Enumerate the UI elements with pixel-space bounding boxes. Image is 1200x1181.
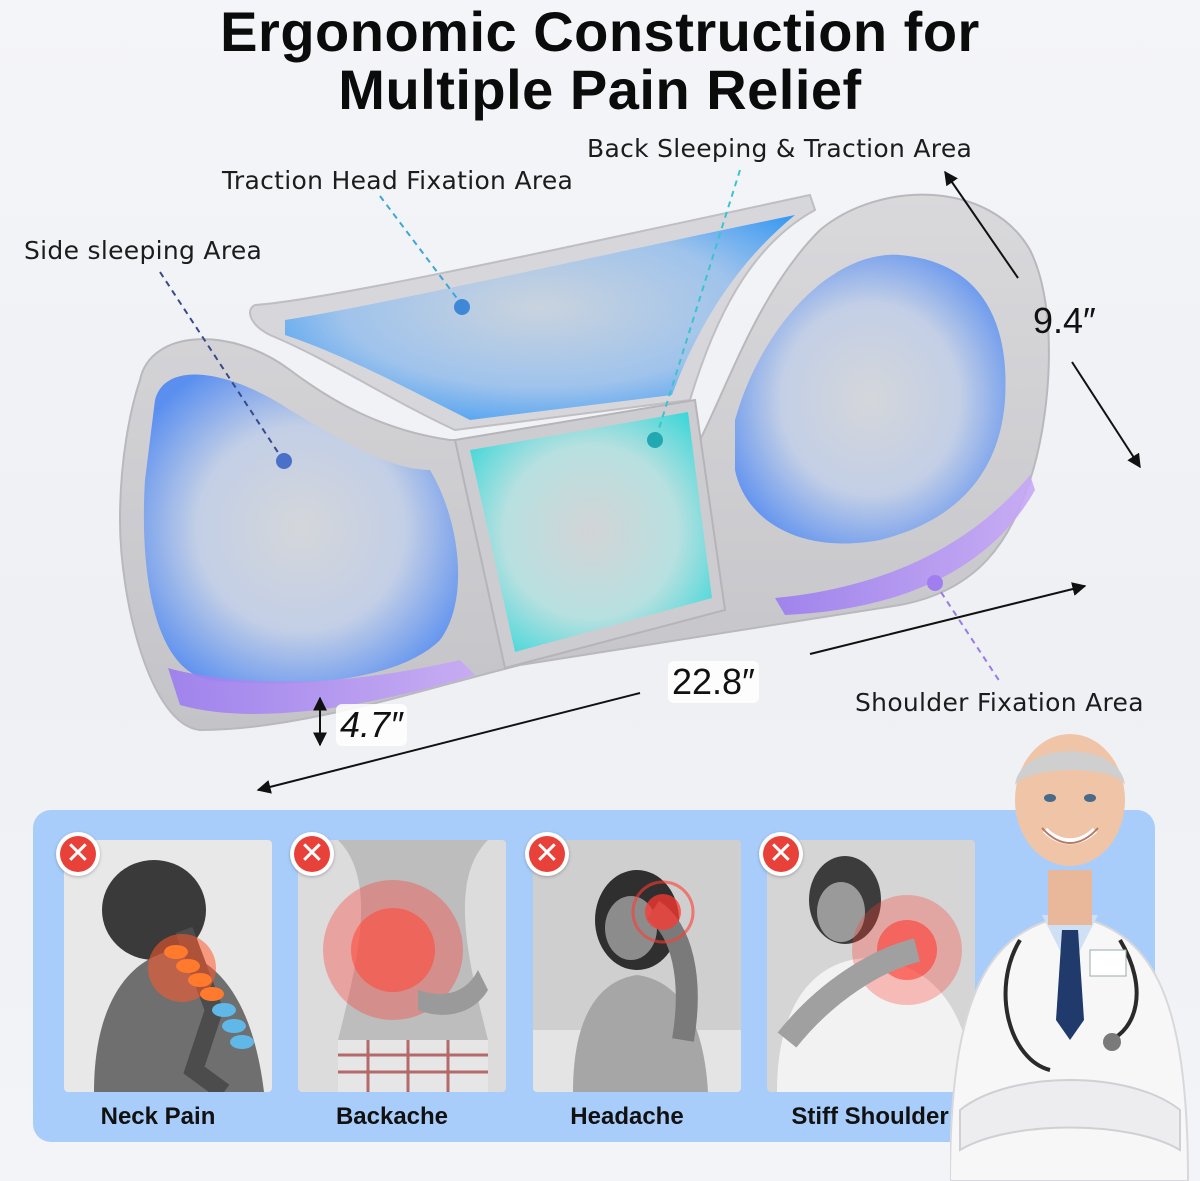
shoulder-fixation-leader [934,582,1001,683]
side-sleeping-dot [276,453,292,469]
doctor-illustration [950,734,1190,1181]
traction-head-leader [379,195,463,306]
right-sleeping-zone [735,254,1006,544]
x-circle-icon: ✕ [525,832,569,876]
x-circle-icon: ✕ [56,832,100,876]
title-line-2: Multiple Pain Relief [338,58,862,121]
stiff-shoulder-label: Stiff Shoulder [791,1103,949,1130]
backache-label: Backache [335,1103,449,1130]
neck-pain-photo [64,840,272,1092]
depth-arrow-top [944,170,1019,279]
height-dimension: 4.7″ [336,704,407,746]
back-sleeping-zone [470,412,712,652]
back-sleeping-label: Back Sleeping & Traction Area [587,134,973,163]
headache-label: Headache [570,1103,684,1130]
depth-dimension: 9.4″ [1033,300,1096,341]
right-purple-edge [775,475,1035,615]
shoulder-fixation-dot [927,575,943,591]
side-sleeping-label: Side sleeping Area [24,236,263,265]
traction-head-zone [285,215,795,420]
length-dimension: 22.8″ [668,661,759,703]
traction-head-dot [454,299,470,315]
shoulder-fixation-label: Shoulder Fixation Area [855,688,1144,717]
traction-head-label: Traction Head Fixation Area [222,166,574,195]
backache-photo [298,840,506,1092]
length-arrow-right [809,582,1087,655]
stiff-shoulder-photo [767,840,975,1092]
headache-photo [533,840,741,1092]
side-sleeping-leader [159,271,284,461]
x-circle-icon: ✕ [759,832,803,876]
x-circle-icon: ✕ [290,832,334,876]
pillow-illustration [118,169,1141,794]
length-arrow-left [256,692,641,794]
back-sleeping-dot [647,432,663,448]
depth-arrow-bottom [1071,361,1141,469]
side-sleeping-zone [143,374,459,684]
neck-pain-label: Neck Pain [100,1103,216,1130]
back-sleeping-leader [655,169,741,439]
title-line-1: Ergonomic Construction for [220,0,980,63]
left-purple-edge [168,660,475,714]
